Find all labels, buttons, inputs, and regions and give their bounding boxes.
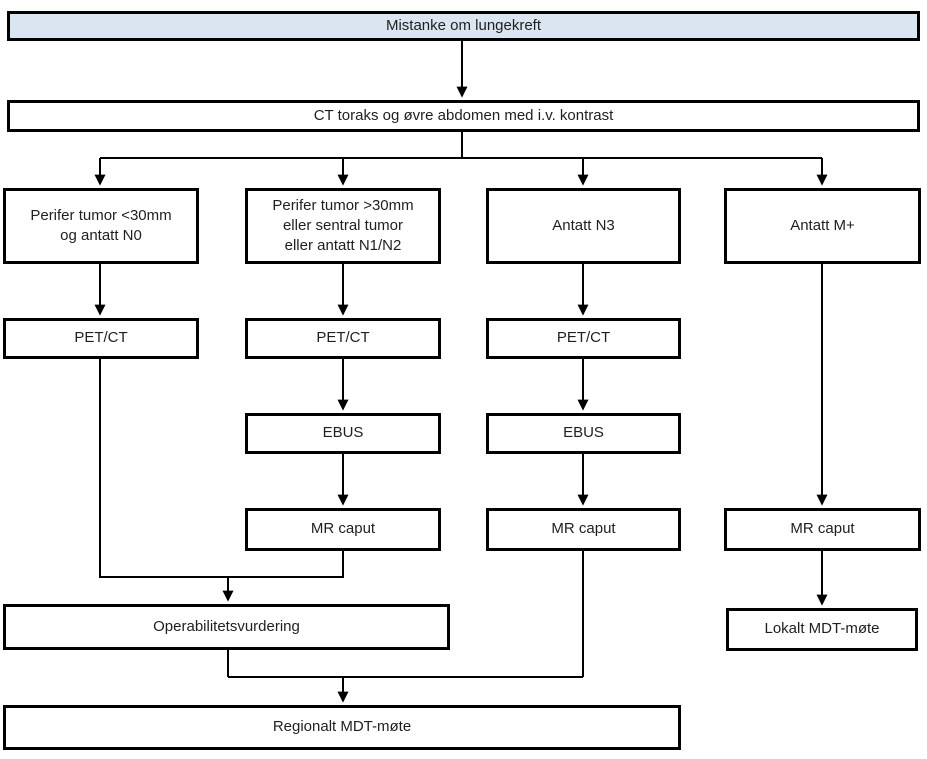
edge-petct-a-merge-mr-b — [99, 359, 344, 578]
node-mistanke-om-lungekreft: Mistanke om lungekreft — [7, 11, 920, 41]
node-petct-col2: PET/CT — [245, 318, 441, 359]
node-perifer-tumor-over-30mm: Perifer tumor >30mm eller sentral tumor … — [245, 188, 441, 264]
node-perifer-tumor-under-30mm: Perifer tumor <30mm og antatt N0 — [3, 188, 199, 264]
node-ct-toraks-abdomen: CT toraks og øvre abdomen med i.v. kontr… — [7, 100, 920, 132]
node-ebus-col2: EBUS — [245, 413, 441, 454]
node-operabilitetsvurdering: Operabilitetsvurdering — [3, 604, 450, 650]
node-lokalt-mdt-mote: Lokalt MDT-møte — [726, 608, 918, 651]
node-ebus-col3: EBUS — [486, 413, 681, 454]
node-petct-col3: PET/CT — [486, 318, 681, 359]
node-mr-caput-col4: MR caput — [724, 508, 921, 551]
node-regionalt-mdt-mote: Regionalt MDT-møte — [3, 705, 681, 750]
node-petct-col1: PET/CT — [3, 318, 199, 359]
node-mr-caput-col2: MR caput — [245, 508, 441, 551]
node-antatt-m-plus: Antatt M+ — [724, 188, 921, 264]
node-antatt-n3: Antatt N3 — [486, 188, 681, 264]
node-mr-caput-col3: MR caput — [486, 508, 681, 551]
